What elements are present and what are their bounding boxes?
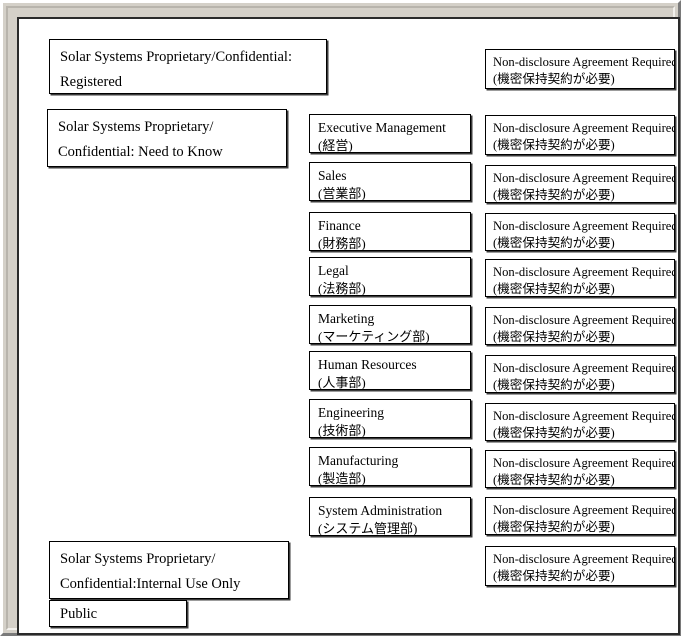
nda-required-box-nda-11[interactable]: Non-disclosure Agreement Required (機密保持契約… — [485, 546, 675, 586]
nda-label-jp: (機密保持契約が必要) — [493, 71, 615, 86]
diagram-inner-bevel: Solar Systems Proprietary/Confidential: R… — [6, 6, 680, 635]
nda-label-en: Non-disclosure Agreement Required — [493, 456, 675, 470]
nda-label-en: Non-disclosure Agreement Required — [493, 409, 675, 423]
department-name-jp: (法務部) — [318, 281, 366, 296]
classification-box-need-to-know[interactable]: Solar Systems Proprietary/Confidential: … — [47, 109, 287, 167]
classification-label-secondary: Confidential:Internal Use Only — [60, 575, 241, 592]
department-box-engineering[interactable]: Engineering (技術部) — [309, 399, 471, 438]
department-name-jp: (営業部) — [318, 186, 366, 201]
nda-required-box-nda-6[interactable]: Non-disclosure Agreement Required (機密保持契約… — [485, 307, 675, 345]
classification-label-secondary: Registered — [60, 73, 123, 90]
department-name-en: Human Resources — [318, 357, 417, 372]
department-name-jp: (財務部) — [318, 236, 366, 251]
department-name-en: Sales — [318, 168, 347, 183]
nda-required-box-nda-4[interactable]: Non-disclosure Agreement Required (機密保持契約… — [485, 213, 675, 251]
department-name-jp: (製造部) — [318, 471, 366, 486]
nda-label-en: Non-disclosure Agreement Required — [493, 55, 675, 69]
department-box-system-administration[interactable]: System Administration (システム管理部) — [309, 497, 471, 536]
nda-label-jp: (機密保持契約が必要) — [493, 329, 615, 344]
nda-label-en: Non-disclosure Agreement Required — [493, 171, 675, 185]
nda-label-jp: (機密保持契約が必要) — [493, 137, 615, 152]
nda-label-en: Non-disclosure Agreement Required — [493, 552, 675, 566]
classification-label-primary: Solar Systems Proprietary/Confidential: — [60, 49, 292, 65]
department-box-human-resources[interactable]: Human Resources (人事部) — [309, 351, 471, 390]
department-box-marketing[interactable]: Marketing (マーケティング部) — [309, 305, 471, 344]
department-name-jp: (システム管理部) — [318, 521, 418, 536]
department-name-en: Legal — [318, 263, 349, 278]
department-name-en: Marketing — [318, 311, 375, 326]
classification-label-secondary: Confidential: Need to Know — [58, 143, 223, 160]
department-box-manufacturing[interactable]: Manufacturing (製造部) — [309, 447, 471, 486]
nda-label-jp: (機密保持契約が必要) — [493, 568, 615, 583]
classification-box-public[interactable]: Public — [49, 600, 187, 627]
nda-label-en: Non-disclosure Agreement Required — [493, 265, 675, 279]
department-box-finance[interactable]: Finance (財務部) — [309, 212, 471, 251]
nda-label-en: Non-disclosure Agreement Required — [493, 361, 675, 375]
nda-required-box-nda-3[interactable]: Non-disclosure Agreement Required (機密保持契約… — [485, 165, 675, 203]
department-name-jp: (技術部) — [318, 423, 366, 438]
classification-label-primary: Solar Systems Proprietary/ — [60, 551, 216, 567]
nda-required-box-nda-9[interactable]: Non-disclosure Agreement Required (機密保持契約… — [485, 450, 675, 488]
nda-required-box-nda-1[interactable]: Non-disclosure Agreement Required (機密保持契約… — [485, 49, 675, 89]
department-name-en: Manufacturing — [318, 453, 399, 468]
department-name-en: Executive Management — [318, 120, 446, 135]
classification-label-primary: Public — [60, 606, 98, 622]
department-name-jp: (マーケティング部) — [318, 329, 430, 344]
nda-label-en: Non-disclosure Agreement Required — [493, 313, 675, 327]
department-name-jp: (経営) — [318, 138, 353, 153]
nda-label-en: Non-disclosure Agreement Required — [493, 503, 675, 517]
nda-label-jp: (機密保持契約が必要) — [493, 519, 615, 534]
nda-required-box-nda-10[interactable]: Non-disclosure Agreement Required (機密保持契約… — [485, 497, 675, 535]
department-box-legal[interactable]: Legal (法務部) — [309, 257, 471, 296]
nda-label-en: Non-disclosure Agreement Required — [493, 121, 675, 135]
nda-label-jp: (機密保持契約が必要) — [493, 377, 615, 392]
nda-label-jp: (機密保持契約が必要) — [493, 425, 615, 440]
department-box-sales[interactable]: Sales (営業部) — [309, 162, 471, 201]
classification-label-primary: Solar Systems Proprietary/ — [58, 119, 214, 135]
nda-required-box-nda-5[interactable]: Non-disclosure Agreement Required (機密保持契約… — [485, 259, 675, 297]
nda-required-box-nda-7[interactable]: Non-disclosure Agreement Required (機密保持契約… — [485, 355, 675, 393]
nda-required-box-nda-2[interactable]: Non-disclosure Agreement Required (機密保持契約… — [485, 115, 675, 155]
department-name-jp: (人事部) — [318, 375, 366, 390]
nda-label-jp: (機密保持契約が必要) — [493, 235, 615, 250]
classification-box-internal-use-only[interactable]: Solar Systems Proprietary/Confidential:I… — [49, 541, 289, 599]
department-name-en: Finance — [318, 218, 361, 233]
department-box-executive-management[interactable]: Executive Management (経営) — [309, 114, 471, 153]
department-name-en: Engineering — [318, 405, 384, 420]
nda-required-box-nda-8[interactable]: Non-disclosure Agreement Required (機密保持契約… — [485, 403, 675, 441]
nda-label-jp: (機密保持契約が必要) — [493, 472, 615, 487]
diagram-canvas: Solar Systems Proprietary/Confidential: R… — [17, 17, 680, 635]
nda-label-jp: (機密保持契約が必要) — [493, 187, 615, 202]
classification-box-registered[interactable]: Solar Systems Proprietary/Confidential: R… — [49, 39, 327, 94]
department-name-en: System Administration — [318, 503, 443, 518]
nda-label-jp: (機密保持契約が必要) — [493, 281, 615, 296]
nda-label-en: Non-disclosure Agreement Required — [493, 219, 675, 233]
